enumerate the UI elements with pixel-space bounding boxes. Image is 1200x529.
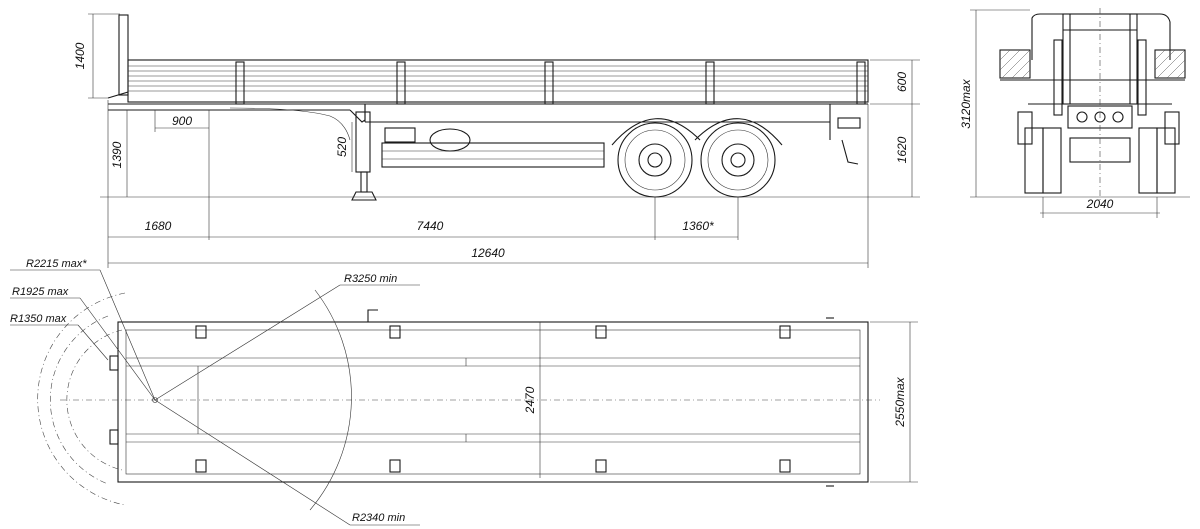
top-view <box>60 309 880 487</box>
dim-support-travel: 520 <box>335 137 349 157</box>
dim-front-overhang: 1680 <box>145 219 172 233</box>
radius-min-turn: R3250 min <box>344 273 397 285</box>
kingpin <box>152 397 158 403</box>
dim-track-width: 2040 <box>1086 197 1114 211</box>
side-board-posts <box>235 61 866 105</box>
side-view <box>100 14 872 201</box>
hatched-side-board-right <box>1154 49 1186 79</box>
side-underrun-guard <box>381 142 605 168</box>
rear-view-dimensions: 3120max 2040 <box>959 9 1160 218</box>
front-axle-wheel <box>617 122 693 198</box>
dim-overall-width: 2550max <box>893 376 907 427</box>
radius-1350: R1350 max <box>10 313 67 325</box>
dim-platform-inner-width: 2470 <box>523 386 537 414</box>
dim-deck-height: 1400 <box>73 42 87 69</box>
platform-outline <box>117 321 869 483</box>
dim-loading-height: 1620 <box>895 136 909 163</box>
radius-front-max: R2215 max* <box>26 258 87 270</box>
rear-light <box>837 117 861 129</box>
dim-overall-length: 12640 <box>471 246 505 260</box>
dim-support-spacing: 900 <box>172 114 192 128</box>
rear-fender <box>694 118 783 146</box>
front-headboard <box>118 14 129 96</box>
radius-1925: R1925 max <box>12 286 69 298</box>
landing-gear-foot <box>351 191 377 201</box>
dim-wheelbase: 7440 <box>417 219 444 233</box>
rear-headboard <box>1031 13 1171 60</box>
hatched-side-board-left <box>999 49 1031 79</box>
front-fender <box>611 118 701 146</box>
rear-view-left-wheels <box>1017 111 1062 194</box>
rear-view <box>990 8 1190 200</box>
turning-radii: R2215 max* R1925 max R1350 max R3250 min… <box>10 258 420 526</box>
radius-2340: R2340 min <box>352 512 405 524</box>
stake-pockets <box>195 325 791 473</box>
dim-axle-spacing: 1360* <box>682 219 714 233</box>
dim-overall-height: 3120max <box>959 78 973 128</box>
rear-view-right-wheels <box>1138 111 1180 194</box>
rear-axle-wheel <box>700 122 776 198</box>
dim-side-board-height: 600 <box>895 72 909 92</box>
spare-tank <box>429 128 471 152</box>
top-view-dimensions: 2470 2550max <box>523 321 918 483</box>
dim-frame-height: 1390 <box>110 141 124 168</box>
side-view-dimensions: 1400 1390 900 520 600 1620 1680 7440 136… <box>73 13 920 268</box>
